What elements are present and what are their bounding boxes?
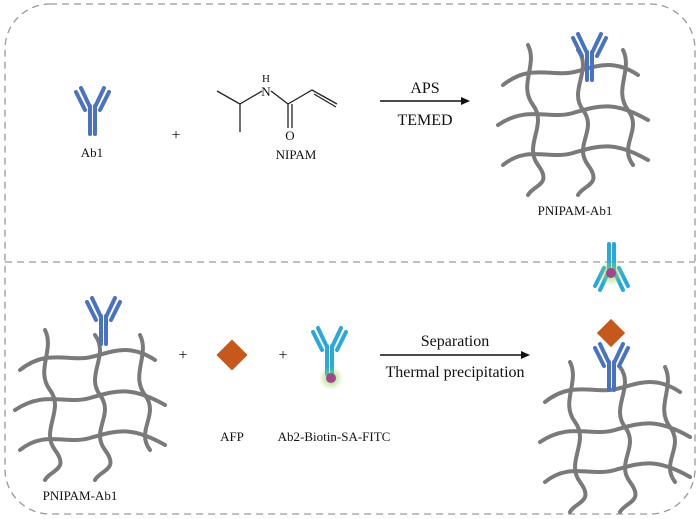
afp-diamond-icon <box>216 339 248 371</box>
pnipam-network-icon <box>13 328 167 482</box>
ab1-label: Ab1 <box>81 145 103 160</box>
pnipam-ab1-product-label: PNIPAM-Ab1 <box>538 203 613 218</box>
ab1-on-network-icon <box>85 296 122 346</box>
aps-label: APS <box>410 80 439 97</box>
fitc-label-icon <box>326 373 336 383</box>
nipam-label: NIPAM <box>276 147 317 162</box>
outer-dashed-frame <box>4 3 696 515</box>
afp-label: AFP <box>220 429 244 444</box>
arrowhead-icon <box>461 97 470 105</box>
plus-sign: + <box>178 347 187 364</box>
plus-sign: + <box>171 127 180 144</box>
arrowhead-icon <box>521 351 530 359</box>
nipam-n-atom: N <box>261 84 271 99</box>
nipam-h-atom: H <box>262 73 270 85</box>
pnipam-network-icon <box>496 43 650 197</box>
fitc-label-icon <box>606 268 616 278</box>
ab1-antibody-icon <box>74 86 111 136</box>
afp-diamond-icon <box>596 318 626 348</box>
plus-sign: + <box>278 347 287 364</box>
ab2-label: Ab2-Biotin-SA-FITC <box>278 429 391 444</box>
pnipam-ab1-label: PNIPAM-Ab1 <box>43 488 118 503</box>
temed-label: TEMED <box>397 112 452 129</box>
nipam-o-atom: O <box>285 128 294 143</box>
thermal-precipitation-label: Thermal precipitation <box>385 364 524 381</box>
separation-label: Separation <box>421 333 489 350</box>
nipam-structure-icon <box>216 89 338 132</box>
